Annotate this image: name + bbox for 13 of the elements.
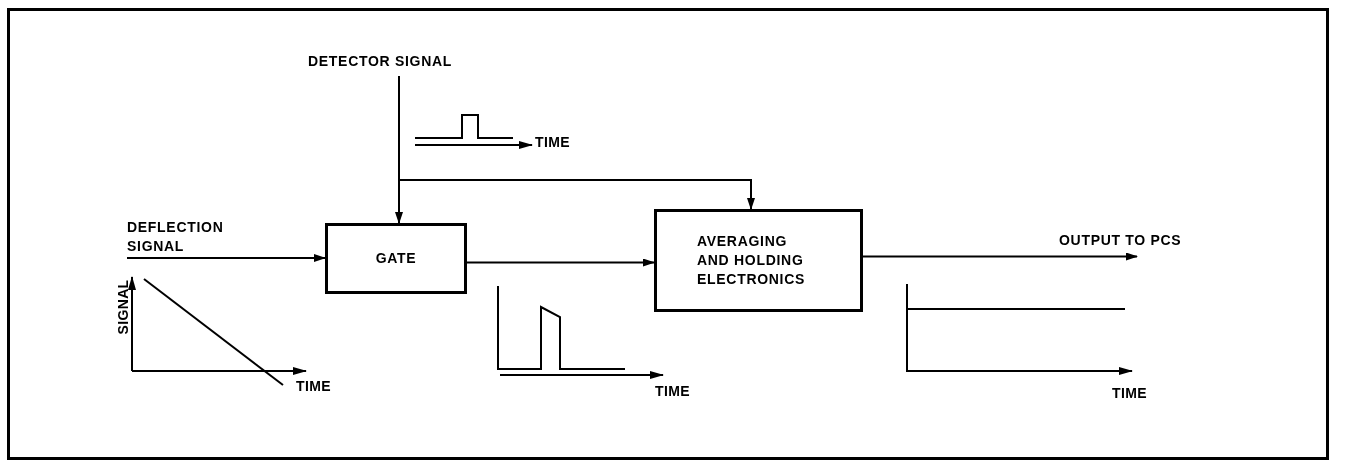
- signal-arrow: [466, 258, 655, 267]
- signal-label: DETECTOR SIGNAL: [308, 52, 486, 76]
- process-box: GATE: [325, 223, 467, 294]
- signal-arrow: [126, 254, 326, 262]
- process-box: AVERAGING AND HOLDING ELECTRONICS: [654, 209, 863, 312]
- axis-label: TIME: [296, 377, 331, 395]
- signal-label: DEFLECTION SIGNAL: [127, 218, 257, 258]
- axis-label: TIME: [655, 382, 690, 400]
- axis-label: TIME: [1112, 384, 1147, 402]
- axis-label: TIME: [535, 133, 570, 151]
- signal-arrow: [398, 75, 755, 210]
- axis-label: SIGNAL: [113, 279, 132, 335]
- signal-arrow: [862, 252, 1138, 261]
